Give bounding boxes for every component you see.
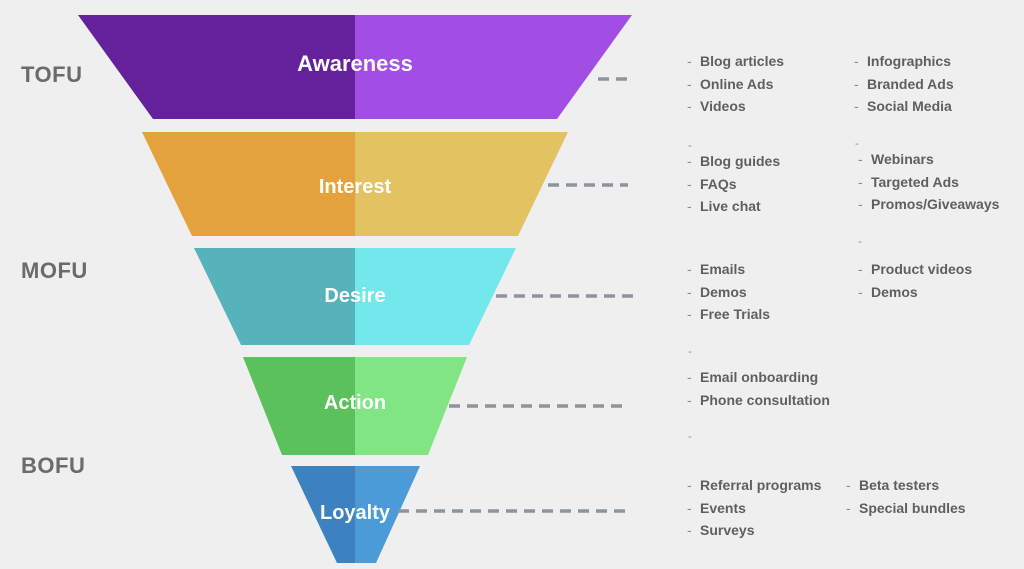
list-item: Blog guides bbox=[687, 150, 780, 173]
stage-label-action: Action bbox=[324, 392, 386, 414]
list-item: Online Ads bbox=[687, 73, 784, 96]
tier-label-mofu: MOFU bbox=[21, 258, 88, 283]
stage-label-interest: Interest bbox=[319, 176, 392, 198]
list-item: Promos/Giveaways bbox=[858, 193, 999, 216]
list-item: Infographics bbox=[854, 50, 954, 73]
stray-dash: - bbox=[688, 140, 692, 152]
funnel-stage-loyalty-left bbox=[291, 466, 355, 563]
tactics-awareness-right: Infographics Branded Ads Social Media bbox=[854, 50, 954, 118]
tier-label-bofu: BOFU bbox=[21, 453, 86, 478]
tactics-awareness-left: Blog articles Online Ads Videos bbox=[687, 50, 784, 118]
stray-dash: - bbox=[688, 431, 692, 443]
funnel-stage-awareness-left bbox=[78, 15, 355, 119]
tactics-loyalty-right: Beta testers Special bundles bbox=[846, 474, 966, 519]
list-item: Emails bbox=[687, 258, 770, 281]
list-item: Free Trials bbox=[687, 303, 770, 326]
funnel-stage-desire-right bbox=[355, 248, 516, 345]
funnel-stage-loyalty-right bbox=[355, 466, 420, 563]
list-item: Referral programs bbox=[687, 474, 821, 497]
list-item: Targeted Ads bbox=[858, 171, 999, 194]
list-item: FAQs bbox=[687, 173, 780, 196]
tactics-interest-left: Blog guides FAQs Live chat bbox=[687, 150, 780, 218]
funnel-stage-awareness-right bbox=[355, 15, 632, 119]
tactics-desire-left: Emails Demos Free Trials bbox=[687, 258, 770, 326]
list-item: Webinars bbox=[858, 148, 999, 171]
stage-label-awareness: Awareness bbox=[297, 51, 413, 76]
list-item: Beta testers bbox=[846, 474, 966, 497]
list-item: Social Media bbox=[854, 95, 954, 118]
list-item: Email onboarding bbox=[687, 366, 830, 389]
tactics-loyalty-left: Referral programs Events Surveys bbox=[687, 474, 821, 542]
funnel-stage-interest-right bbox=[355, 132, 568, 236]
stage-label-loyalty: Loyalty bbox=[320, 502, 391, 524]
list-item: Blog articles bbox=[687, 50, 784, 73]
tactics-desire-right: Product videos Demos bbox=[858, 258, 972, 303]
list-item: Product videos bbox=[858, 258, 972, 281]
list-item: Videos bbox=[687, 95, 784, 118]
tier-label-tofu: TOFU bbox=[21, 62, 83, 87]
funnel-stage-desire-left bbox=[194, 248, 355, 345]
tactics-interest-right: Webinars Targeted Ads Promos/Giveaways bbox=[858, 148, 999, 216]
list-item: Events bbox=[687, 497, 821, 520]
stray-dash: - bbox=[855, 138, 859, 150]
list-item: Phone consultation bbox=[687, 389, 830, 412]
list-item: Special bundles bbox=[846, 497, 966, 520]
tactics-action-left: Email onboarding Phone consultation bbox=[687, 366, 830, 411]
stray-dash: - bbox=[688, 346, 692, 358]
list-item: Demos bbox=[858, 281, 972, 304]
list-item: Demos bbox=[687, 281, 770, 304]
funnel-stage-interest-left bbox=[142, 132, 355, 236]
list-item: Branded Ads bbox=[854, 73, 954, 96]
funnel-stage-action-left bbox=[243, 357, 355, 455]
list-item: Surveys bbox=[687, 519, 821, 542]
list-item: Live chat bbox=[687, 195, 780, 218]
stray-dash: - bbox=[858, 236, 862, 248]
stage-label-desire: Desire bbox=[324, 285, 385, 307]
funnel-stage-action-right bbox=[355, 357, 467, 455]
